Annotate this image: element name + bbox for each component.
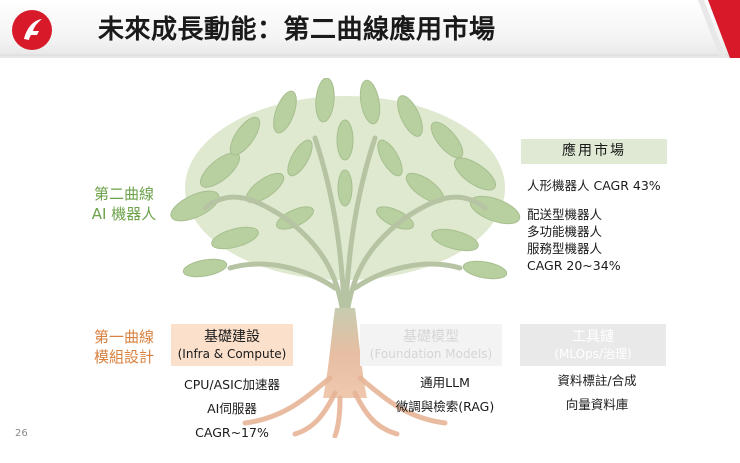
infra-item: CAGR~17% — [195, 425, 269, 440]
first-curve-subtitle: 模組設計 — [93, 348, 154, 366]
infra-item: AI伺服器 — [207, 401, 257, 416]
header-accent-stripe — [698, 0, 740, 58]
toolchain-item: 向量資料庫 — [565, 397, 629, 412]
category-foundation: 基礎模型 (Foundation Models) — [360, 324, 502, 366]
slide-title: 未來成長動能：第二曲線應用市場 — [98, 15, 496, 45]
foundation-items: 通用LLM 微調與檢索(RAG) — [370, 371, 520, 419]
market-group-item: 配送型機器人 — [527, 207, 603, 222]
brand-logo-icon — [12, 10, 52, 50]
infra-item: CPU/ASIC加速器 — [183, 377, 281, 392]
slide-header: 未來成長動能：第二曲線應用市場 — [0, 0, 740, 58]
category-toolchain-name: 工具鏈 — [572, 329, 614, 345]
category-infra: 基礎建設 (Infra & Compute) — [171, 324, 293, 366]
market-group-item: 服務型機器人 — [527, 241, 603, 256]
category-toolchain-sub: (MLOps/治理) — [554, 347, 632, 361]
foundation-item: 通用LLM — [420, 375, 470, 390]
market-group: 配送型機器人 多功能機器人 服務型機器人 CAGR 20~34% — [527, 206, 621, 274]
category-foundation-sub: (Foundation Models) — [369, 347, 493, 361]
toolchain-items: 資料標註/合成 向量資料庫 — [530, 369, 664, 417]
first-curve-label: 第一曲線 模組設計 — [78, 327, 170, 367]
market-humanoid: 人形機器人 CAGR 43% — [527, 178, 661, 193]
category-foundation-name: 基礎模型 — [403, 329, 459, 345]
category-infra-name: 基礎建設 — [204, 329, 260, 345]
category-infra-sub: (Infra & Compute) — [177, 347, 287, 361]
tree-illustration — [170, 78, 521, 438]
first-curve-title: 第一曲線 — [93, 328, 154, 346]
page-number: 26 — [15, 428, 28, 439]
header-divider — [0, 54, 740, 56]
foundation-item: 微調與檢索(RAG) — [395, 399, 495, 414]
toolchain-item: 資料標註/合成 — [557, 373, 637, 388]
market-group-cagr: CAGR 20~34% — [527, 258, 621, 273]
infra-items: CPU/ASIC加速器 AI伺服器 CAGR~17% — [160, 373, 304, 445]
second-curve-label: 第二曲線 AI 機器人 — [78, 184, 170, 224]
second-curve-subtitle: AI 機器人 — [91, 205, 157, 223]
market-group-item: 多功能機器人 — [527, 224, 603, 239]
category-toolchain: 工具鏈 (MLOps/治理) — [520, 324, 666, 366]
market-header: 應用市場 — [521, 139, 667, 164]
second-curve-title: 第二曲線 — [93, 185, 154, 203]
